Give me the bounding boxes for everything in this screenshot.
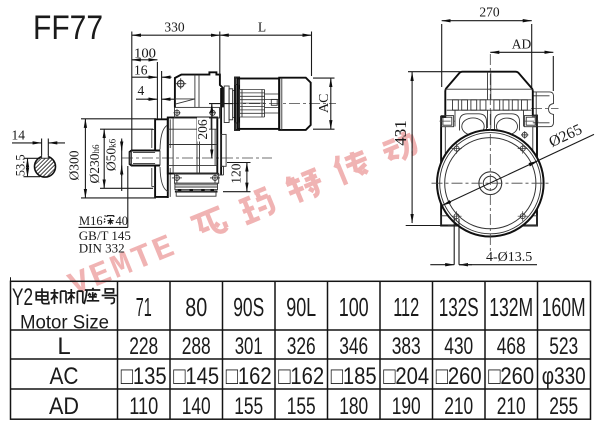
svg-text:326: 326 <box>287 333 316 360</box>
svg-text:4: 4 <box>138 83 145 98</box>
svg-text:FF77: FF77 <box>33 9 103 47</box>
svg-text:160M: 160M <box>542 292 586 322</box>
svg-text:L: L <box>57 333 70 360</box>
svg-text:□260: □260 <box>488 363 534 390</box>
svg-text:□162: □162 <box>278 363 324 390</box>
svg-text:112: 112 <box>393 292 419 322</box>
svg-text:468: 468 <box>497 333 526 360</box>
svg-text:132M: 132M <box>489 292 533 322</box>
svg-text:AC: AC <box>50 363 79 390</box>
svg-text:120: 120 <box>228 163 243 184</box>
svg-text:M16: M16 <box>79 214 103 228</box>
svg-text:288: 288 <box>182 333 211 360</box>
svg-text:80: 80 <box>185 292 207 322</box>
svg-text:270: 270 <box>479 5 500 20</box>
svg-text:AC: AC <box>317 94 332 113</box>
svg-text:523: 523 <box>549 333 578 360</box>
svg-text:4-Ø13.5: 4-Ø13.5 <box>486 250 532 265</box>
svg-text:255: 255 <box>549 393 578 420</box>
svg-text:110: 110 <box>129 393 158 420</box>
svg-text:14: 14 <box>12 128 26 143</box>
svg-text:210: 210 <box>497 393 526 420</box>
svg-text:□145: □145 <box>173 363 219 390</box>
svg-text:330: 330 <box>164 20 185 35</box>
svg-text:346: 346 <box>339 333 368 360</box>
svg-text:155: 155 <box>234 393 263 420</box>
svg-text:Y2: Y2 <box>12 284 33 311</box>
svg-text:383: 383 <box>392 333 421 360</box>
svg-text:190: 190 <box>392 393 421 420</box>
svg-text:L: L <box>258 20 266 35</box>
svg-text:430: 430 <box>444 333 473 360</box>
svg-text:Ø50k6: Ø50k6 <box>104 138 119 171</box>
svg-text:71: 71 <box>136 292 152 322</box>
svg-text:□204: □204 <box>383 363 429 390</box>
svg-text:□185: □185 <box>331 363 377 390</box>
svg-text:DIN 332: DIN 332 <box>79 241 125 256</box>
svg-text:□162: □162 <box>226 363 272 390</box>
svg-text:Motor Size: Motor Size <box>20 312 109 334</box>
svg-text:φ330: φ330 <box>542 363 586 390</box>
svg-text:431: 431 <box>391 120 410 146</box>
svg-text:AD: AD <box>49 393 79 420</box>
svg-text:Ø300: Ø300 <box>67 150 82 180</box>
svg-text:90L: 90L <box>286 292 316 322</box>
svg-text:132S: 132S <box>439 292 479 322</box>
svg-text:40: 40 <box>116 214 129 228</box>
svg-text:GB/T 145: GB/T 145 <box>79 228 131 243</box>
svg-text:100: 100 <box>339 292 369 322</box>
svg-text:AD: AD <box>512 36 532 51</box>
svg-text:210: 210 <box>444 393 473 420</box>
svg-text:□260: □260 <box>436 363 482 390</box>
svg-text:180: 180 <box>339 393 368 420</box>
svg-text:100: 100 <box>134 45 156 60</box>
svg-text:301: 301 <box>235 333 263 360</box>
svg-text:140: 140 <box>182 393 211 420</box>
svg-text:16: 16 <box>134 63 148 78</box>
svg-text:206: 206 <box>195 119 210 140</box>
svg-text:□135: □135 <box>121 363 167 390</box>
svg-text:155: 155 <box>287 393 316 420</box>
svg-text:53.5: 53.5 <box>14 154 28 176</box>
svg-text:Ø230h6: Ø230h6 <box>87 144 102 184</box>
svg-text:228: 228 <box>129 333 158 360</box>
svg-text:90S: 90S <box>233 292 264 322</box>
